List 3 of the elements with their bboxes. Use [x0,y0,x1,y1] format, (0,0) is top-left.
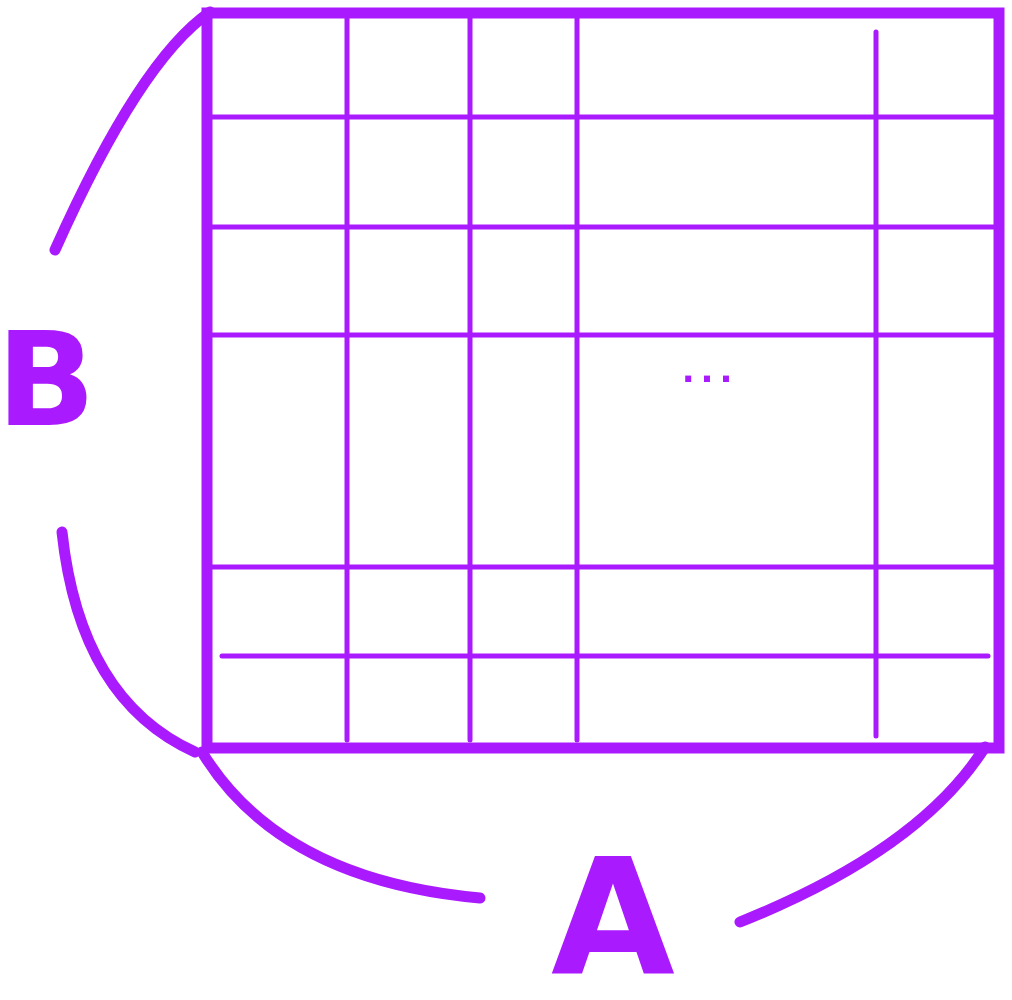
dimension-label: B [0,303,92,458]
ellipsis-text: ... [680,349,740,392]
dimension-label: A [550,835,676,1000]
